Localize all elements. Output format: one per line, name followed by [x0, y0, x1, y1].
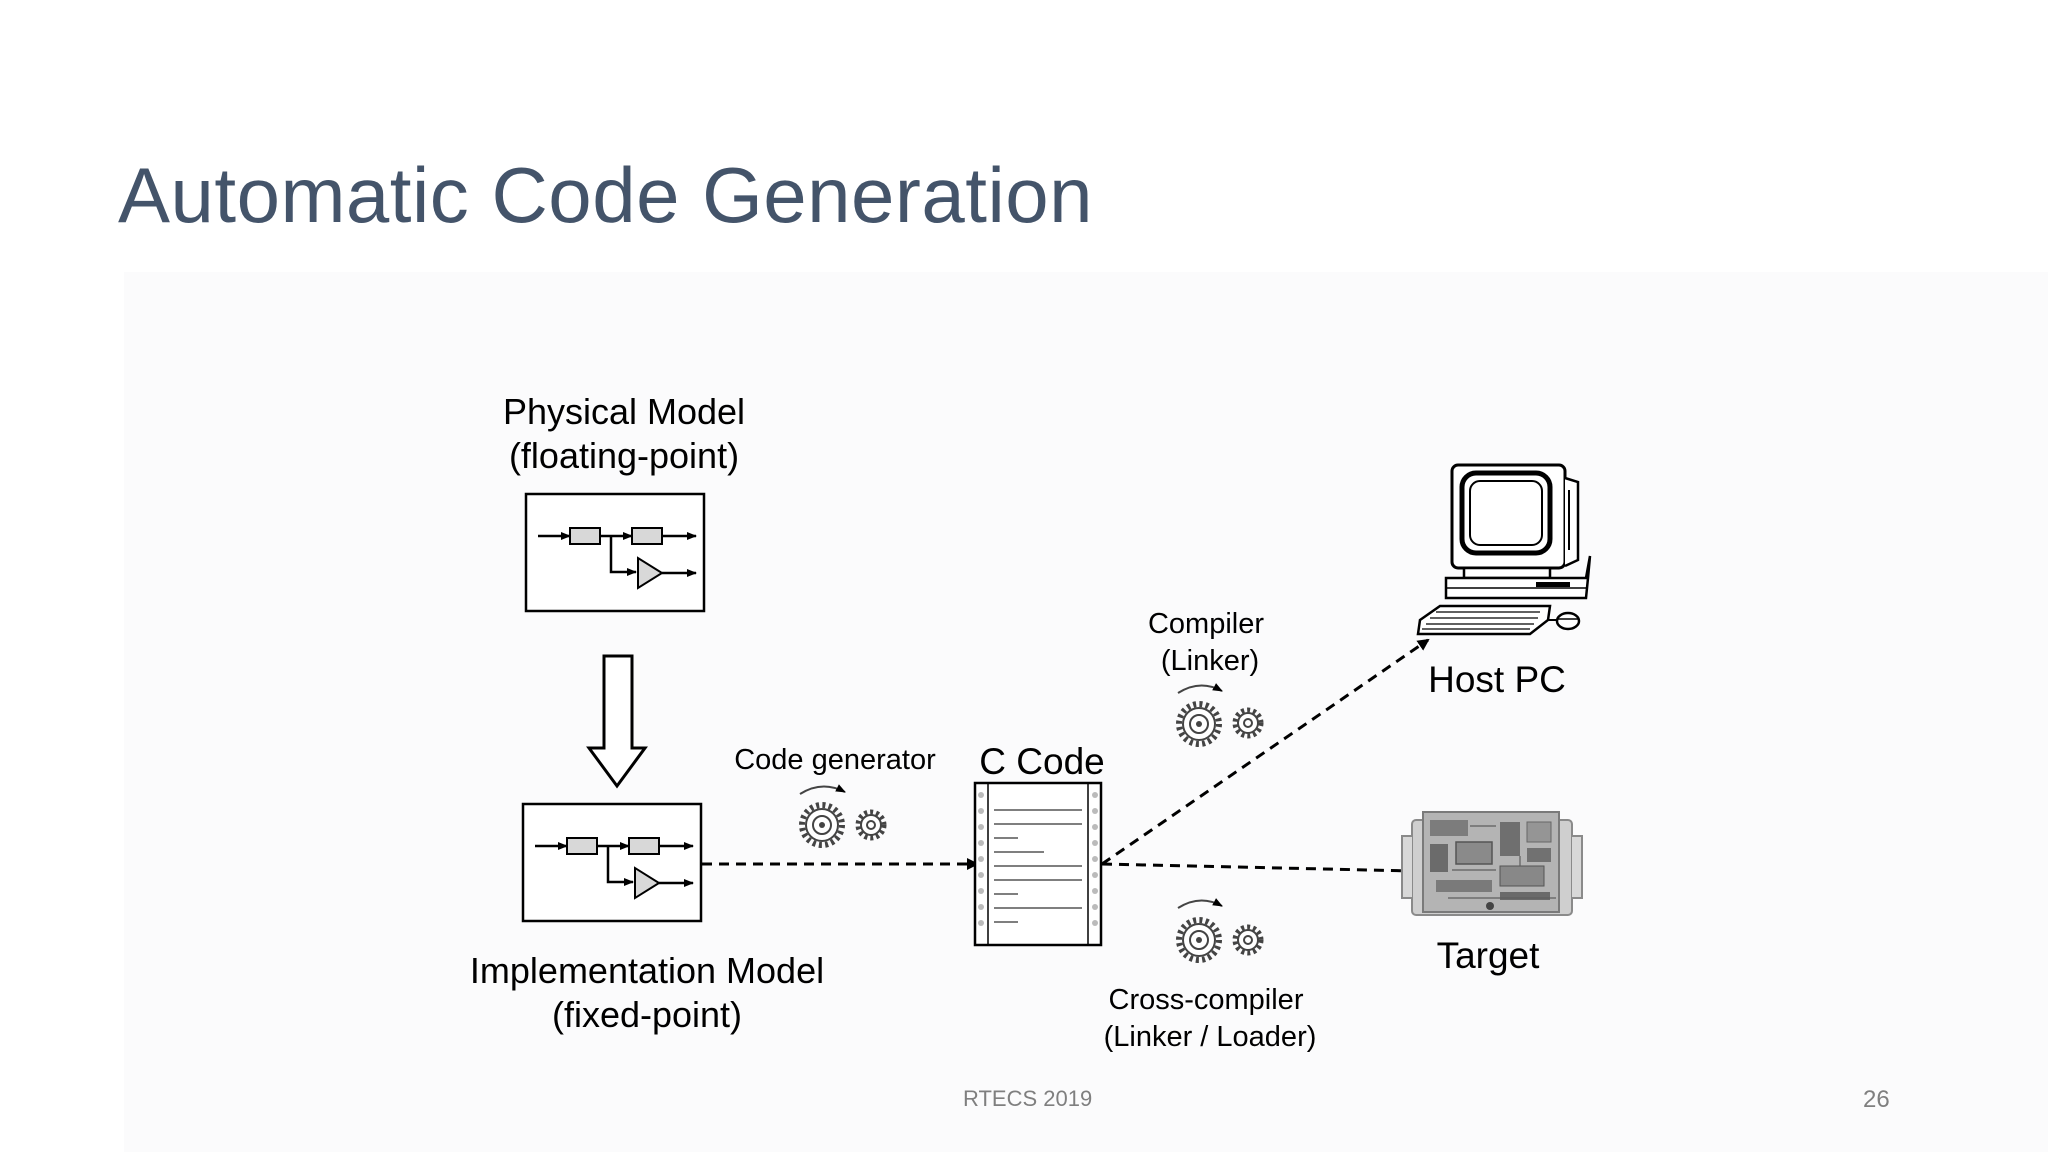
- diagram-panel: [124, 272, 2048, 1152]
- cross-compiler-sublabel: (Linker / Loader): [1104, 1021, 1317, 1053]
- compiler-gears-icon: [1178, 683, 1261, 744]
- compile-host-arrow: [1101, 638, 1430, 866]
- code-generator-label: Code generator: [734, 744, 936, 776]
- physical-model-block: [524, 492, 706, 613]
- down-arrow-icon: [586, 654, 648, 789]
- implementation-model-label: Implementation Model: [470, 950, 824, 991]
- physical-model-label: Physical Model: [503, 391, 745, 432]
- implementation-model-block: [521, 802, 703, 923]
- cross-compiler-gears-icon: [1178, 898, 1261, 960]
- slide-title: Automatic Code Generation: [118, 151, 1094, 239]
- cross-compile-target-arrow: [1101, 862, 1416, 877]
- page-number: 26: [1863, 1086, 1890, 1113]
- c-code-label: C Code: [979, 741, 1104, 782]
- implementation-model-sublabel: (fixed-point): [552, 994, 742, 1035]
- cross-compiler-label: Cross-compiler: [1109, 984, 1304, 1016]
- compiler-sublabel: (Linker): [1161, 645, 1259, 677]
- gears-icon: [800, 784, 884, 845]
- compiler-label: Compiler: [1148, 608, 1264, 640]
- circuit-board-icon: [1401, 811, 1583, 916]
- physical-model-sublabel: (floating-point): [509, 435, 739, 476]
- target-label: Target: [1437, 935, 1541, 976]
- footer-text: RTECS 2019: [963, 1086, 1093, 1111]
- host-pc-label: Host PC: [1428, 659, 1566, 700]
- document-icon: [973, 781, 1103, 947]
- computer-icon: [1416, 463, 1592, 636]
